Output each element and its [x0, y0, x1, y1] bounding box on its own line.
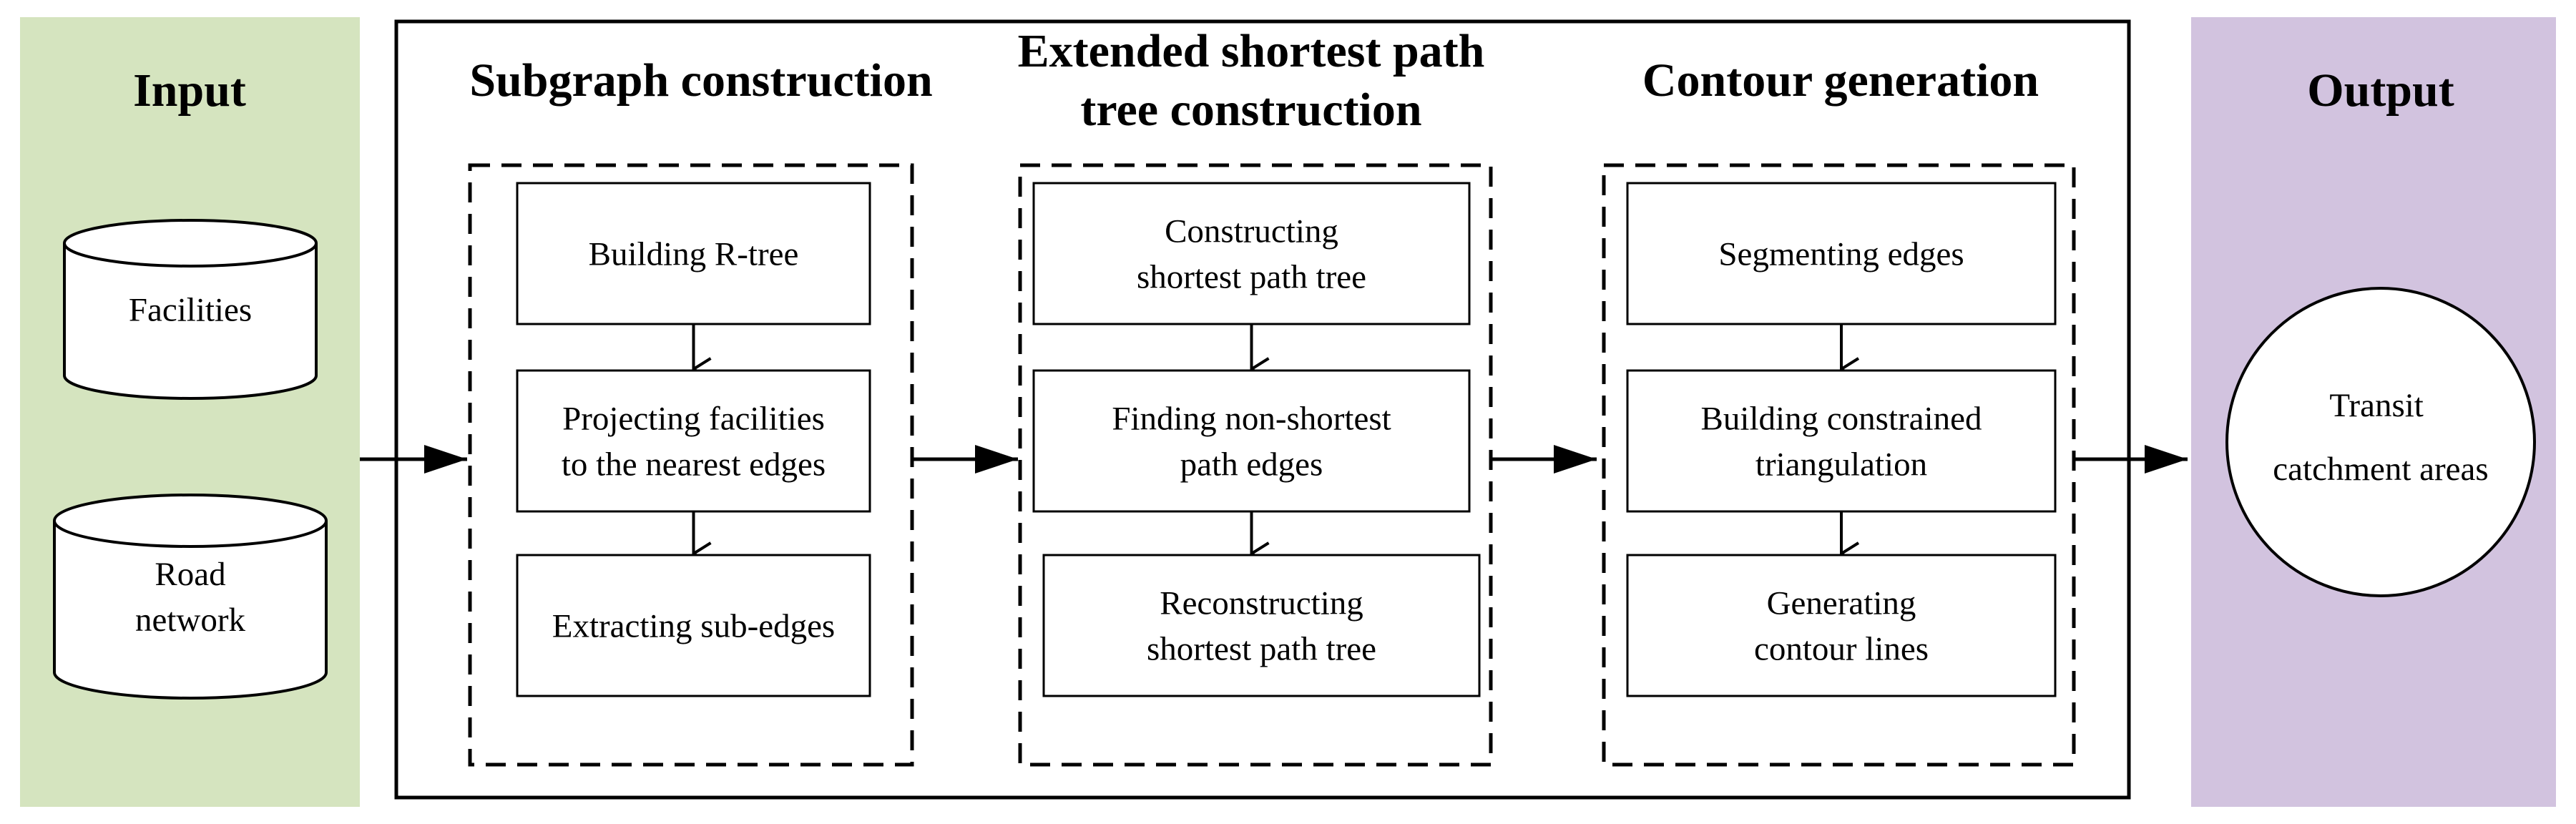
process-step-label-line: to the nearest edges — [562, 446, 826, 484]
input-title: Input — [133, 64, 246, 117]
process-step-label-line: Generating — [1767, 585, 1916, 622]
process-step-label-line: Reconstructing — [1160, 585, 1363, 622]
process-step-box — [516, 369, 871, 513]
database-top — [63, 219, 318, 268]
stage-dashed-group — [1602, 163, 2076, 767]
database-label: Facilities — [129, 292, 252, 329]
process-step-label: Reconstructing shortest path tree — [1147, 585, 1376, 668]
process-step-label: Constructing shortest path tree — [1137, 213, 1366, 296]
process-step: Segmenting edges — [1626, 182, 2057, 325]
process-frame — [394, 19, 2131, 800]
process-step-box — [1626, 369, 2057, 513]
process-step-label-line: Finding non-shortest — [1112, 401, 1391, 438]
process-step-label-line: contour lines — [1754, 631, 1929, 668]
process-step-label: Projecting facilities to the nearest edge… — [562, 401, 826, 484]
circle-node-icon — [2225, 287, 2536, 597]
output-result-line: catchment areas — [2273, 451, 2488, 488]
process-step: Projecting facilities to the nearest edge… — [516, 369, 871, 513]
process-step-label-line: shortest path tree — [1147, 631, 1376, 668]
stage-title: Extended shortest path tree construction — [1018, 25, 1485, 136]
input-panel: Input Facilities Road network — [20, 17, 360, 807]
database-label-line: Road — [155, 556, 225, 593]
process-step: Generating contour lines — [1626, 554, 2057, 697]
process-step-box — [1626, 182, 2057, 325]
process-step-label-line: Extracting sub-edges — [552, 608, 835, 645]
process-step-label: Finding non-shortest path edges — [1112, 401, 1391, 484]
process-step: Extracting sub-edges — [516, 554, 871, 697]
process-step-label: Generating contour lines — [1754, 585, 1929, 668]
process-step: Reconstructing shortest path tree — [1042, 554, 1481, 697]
database-label: Road network — [135, 556, 246, 639]
stage: Extended shortest path tree constructionC… — [1018, 25, 1493, 767]
stage-title-line: Extended shortest path — [1018, 25, 1485, 77]
process-step-label-line: Building R-tree — [589, 236, 799, 273]
output-title: Output — [2307, 64, 2454, 117]
stage-title-line: Contour generation — [1642, 54, 2039, 107]
output-result-line: Transit — [2329, 387, 2423, 424]
process-step: Building constrained triangulation — [1626, 369, 2057, 513]
database-body — [53, 521, 328, 700]
road-network-database-icon: Road network — [53, 494, 328, 700]
database-label-line: Facilities — [129, 292, 252, 329]
process-step-label-line: Constructing — [1165, 213, 1338, 250]
process-step-label-line: Building constrained — [1701, 401, 1982, 438]
process-step-box — [1032, 182, 1471, 325]
process-step-label-line: shortest path tree — [1137, 259, 1366, 296]
stage-title-line: Subgraph construction — [469, 54, 932, 107]
process-step-label: Building constrained triangulation — [1701, 401, 1982, 484]
process-step-label-line: Segmenting edges — [1718, 236, 1964, 273]
stage-title: Subgraph construction — [469, 54, 932, 107]
process-step-label: Segmenting edges — [1718, 236, 1964, 273]
process-step-label-line: triangulation — [1755, 446, 1927, 484]
process-step: Constructing shortest path tree — [1032, 182, 1471, 325]
process-step-box — [1042, 554, 1481, 697]
stage-title: Contour generation — [1642, 54, 2039, 107]
facilities-database-icon: Facilities — [63, 219, 318, 400]
process-step: Finding non-shortest path edges — [1032, 369, 1471, 513]
process-step-label: Building R-tree — [589, 236, 799, 273]
stage-dashed-group — [1018, 163, 1493, 767]
process-step-box — [516, 554, 871, 697]
output-panel: Output Transit catchment areas — [2191, 17, 2556, 807]
database-body — [63, 243, 318, 400]
stage-dashed-group — [468, 163, 914, 767]
process-step-label-line: path edges — [1180, 446, 1323, 484]
output-result-text: Transit catchment areas — [2273, 387, 2488, 488]
output-result-node: Transit catchment areas — [2225, 287, 2536, 597]
process-step-box — [516, 182, 871, 325]
process-step-label-line: Projecting facilities — [562, 401, 825, 438]
process-step-box — [1032, 369, 1471, 513]
process-step-label: Extracting sub-edges — [552, 608, 835, 645]
process-step: Building R-tree — [516, 182, 871, 325]
database-top — [53, 494, 328, 548]
database-label-line: network — [135, 602, 246, 639]
process-step-box — [1626, 554, 2057, 697]
stage-title-line: tree construction — [1080, 84, 1421, 136]
